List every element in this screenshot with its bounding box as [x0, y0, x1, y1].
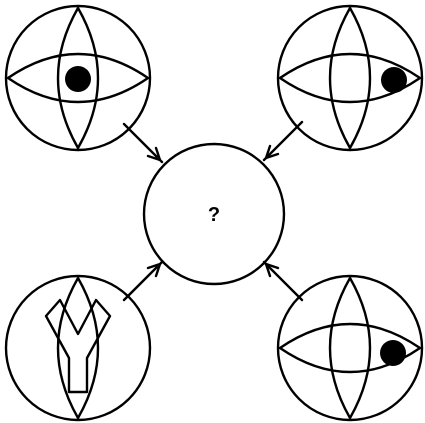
y-figure-icon [46, 300, 110, 392]
panel-bottom-left [6, 276, 150, 420]
pupil-icon [380, 340, 406, 366]
vertical-lens [330, 8, 370, 148]
pupil-icon [381, 67, 407, 93]
panel-top-left [6, 6, 150, 150]
pupil-icon [65, 66, 91, 92]
panel-top-right [278, 6, 422, 150]
connector-bottom-right [264, 262, 302, 300]
center-panel: ? [144, 144, 284, 284]
vertical-lens [330, 278, 370, 418]
panel-bottom-right [278, 276, 422, 420]
connector-bottom-left [124, 262, 162, 300]
question-mark: ? [208, 204, 220, 226]
